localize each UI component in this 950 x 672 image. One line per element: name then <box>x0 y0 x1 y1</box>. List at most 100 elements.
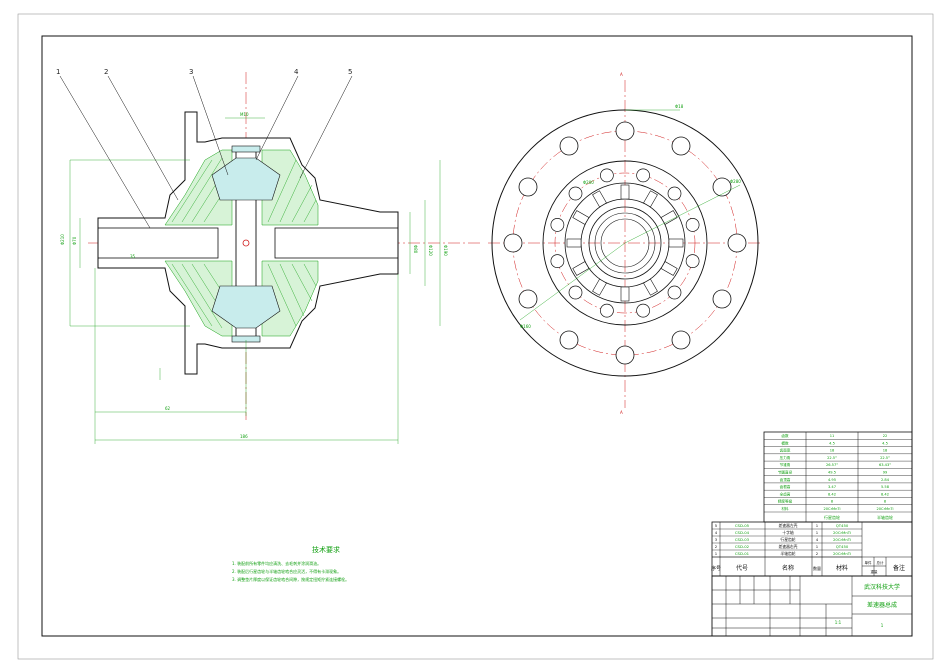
param-cell-v2: 5.58 <box>881 485 890 489</box>
param-cell-name: 全齿高 <box>780 491 791 496</box>
end-view: Φ280 Φ160 Φ18 Φ200 A A <box>488 72 762 415</box>
svg-text:Φ160: Φ160 <box>520 324 531 329</box>
param-cell-v1: 4.95 <box>828 478 836 482</box>
param-col2-header: 半轴齿轮 <box>877 514 893 520</box>
svg-text:Φ18: Φ18 <box>675 104 684 109</box>
drawing-scale: 1:1 <box>835 620 842 625</box>
svg-text:62: 62 <box>165 406 171 411</box>
school-name: 武汉科技大学 <box>864 583 900 591</box>
bom-h-mat: 材料 <box>836 564 848 572</box>
tech-note-3: 3. 调整垫片厚度以保证齿轮啮合间隙，按规定扭矩拧紧连接螺栓。 <box>232 576 349 582</box>
param-cell-name: 齿根高 <box>780 484 791 489</box>
tech-notes: 技术要求 1. 装配前所有零件均应清洗、去毛刺并涂润滑油。 2. 装配后行星齿轮… <box>232 545 349 582</box>
svg-text:Φ210: Φ210 <box>60 234 65 245</box>
inner-hole <box>636 168 650 183</box>
part-label-1: 1 <box>56 68 60 76</box>
bolt-hole <box>518 177 538 197</box>
bom-h-name: 名称 <box>782 564 794 572</box>
param-cell-v2: 63.43° <box>879 463 891 467</box>
param-cell-v1: 3.47 <box>828 485 836 489</box>
bom-cell-name: 差速器右壳 <box>779 544 798 549</box>
param-cell-v2: 8.42 <box>881 492 889 496</box>
svg-text:186: 186 <box>240 434 248 439</box>
tech-notes-title: 技术要求 <box>312 545 340 554</box>
bolt-hole <box>671 330 691 350</box>
param-cell-v2: 99 <box>883 471 888 475</box>
part-label-4: 4 <box>294 68 299 76</box>
bolt-hole <box>712 177 732 197</box>
drawing-name: 差速器总成 <box>867 601 897 609</box>
param-cell-name: 压力角 <box>780 455 791 460</box>
bom-cell-no: 5 <box>715 523 718 528</box>
param-cell-v2: 18 <box>883 449 888 453</box>
spline-tooth <box>660 261 678 276</box>
param-cell-name: 模数 <box>781 440 789 445</box>
param-cell-v1: 18 <box>830 449 835 453</box>
spline-tooth <box>572 261 590 276</box>
bom-cell-mat: 20CrMnTi <box>833 530 851 535</box>
planet-gear-top <box>211 157 281 201</box>
bom-cell-qty: 4 <box>816 537 819 542</box>
spline-tooth <box>620 184 630 200</box>
param-cell-v1: 8.42 <box>828 492 836 496</box>
bom-cell-name: 行星齿轮 <box>780 537 795 542</box>
spline-tooth <box>643 278 658 296</box>
bolt-hole <box>615 345 635 365</box>
bolt-hole <box>559 136 579 156</box>
param-cell-name: 节锥角 <box>780 462 791 467</box>
inner-hole <box>568 285 583 300</box>
param-cell-v1: 8 <box>831 500 834 504</box>
planet-gear-bottom <box>211 285 281 329</box>
inner-hole <box>600 303 614 318</box>
inner-hole <box>667 186 682 201</box>
bolt-hole <box>712 289 732 309</box>
bom-cell-code: CSD-01 <box>735 551 750 556</box>
inner-hole <box>568 186 583 201</box>
part-label-3: 3 <box>189 68 193 76</box>
bolt-holes <box>503 121 747 365</box>
bom-cell-mat: QT450 <box>836 544 849 549</box>
spline-tooth <box>566 238 582 248</box>
bom-cell-code: CSD-03 <box>735 537 750 542</box>
svg-text:M10: M10 <box>240 112 249 117</box>
inner-hole <box>667 285 682 300</box>
bolt-hole <box>503 233 523 253</box>
inner-hole <box>685 254 700 268</box>
spline-tooth <box>660 210 678 225</box>
bom-cell-name: 差速器左壳 <box>779 523 798 528</box>
part-label-2: 2 <box>104 68 108 76</box>
bom-cell-no: 4 <box>715 530 718 535</box>
bom-cell-no: 2 <box>715 544 718 549</box>
svg-text:35: 35 <box>130 254 136 259</box>
param-cell-name: 齿面宽 <box>780 448 791 453</box>
param-cell-v2: 2.84 <box>881 478 890 482</box>
bom-h-no: 序号 <box>711 565 721 572</box>
param-cell-name: 齿顶高 <box>780 477 791 482</box>
bom-cell-no: 3 <box>715 537 718 542</box>
svg-text:Φ80: Φ80 <box>413 245 418 254</box>
inner-holes <box>550 168 700 318</box>
inner-hole <box>600 168 614 183</box>
param-cell-v2: 22 <box>883 434 888 438</box>
param-cell-v1: 22.5° <box>827 456 837 460</box>
bolt-hole <box>615 121 635 141</box>
bom-h-note: 备注 <box>893 564 905 572</box>
bom-h-w2: 总计 <box>877 560 885 565</box>
svg-text:Φ200: Φ200 <box>583 180 594 185</box>
bom-cell-qty: 1 <box>816 523 819 528</box>
bolt-hole <box>559 330 579 350</box>
svg-text:Φ280: Φ280 <box>730 179 741 184</box>
inner-hole <box>636 303 650 318</box>
bom-cell-name: 十字轴 <box>782 530 794 535</box>
param-cell-v1: 49.5 <box>828 471 836 475</box>
param-cell-v2: 22.5° <box>880 456 890 460</box>
bom-cell-code: CSD-05 <box>735 523 750 528</box>
outer-frame <box>17 13 934 660</box>
bom-cell-qty: 2 <box>816 551 819 556</box>
param-cell-v2: 4.5 <box>882 441 888 445</box>
spline-tooth <box>592 278 607 296</box>
param-cell-v1: 11 <box>830 434 835 438</box>
bom-h-w3: 重量 <box>871 569 879 574</box>
